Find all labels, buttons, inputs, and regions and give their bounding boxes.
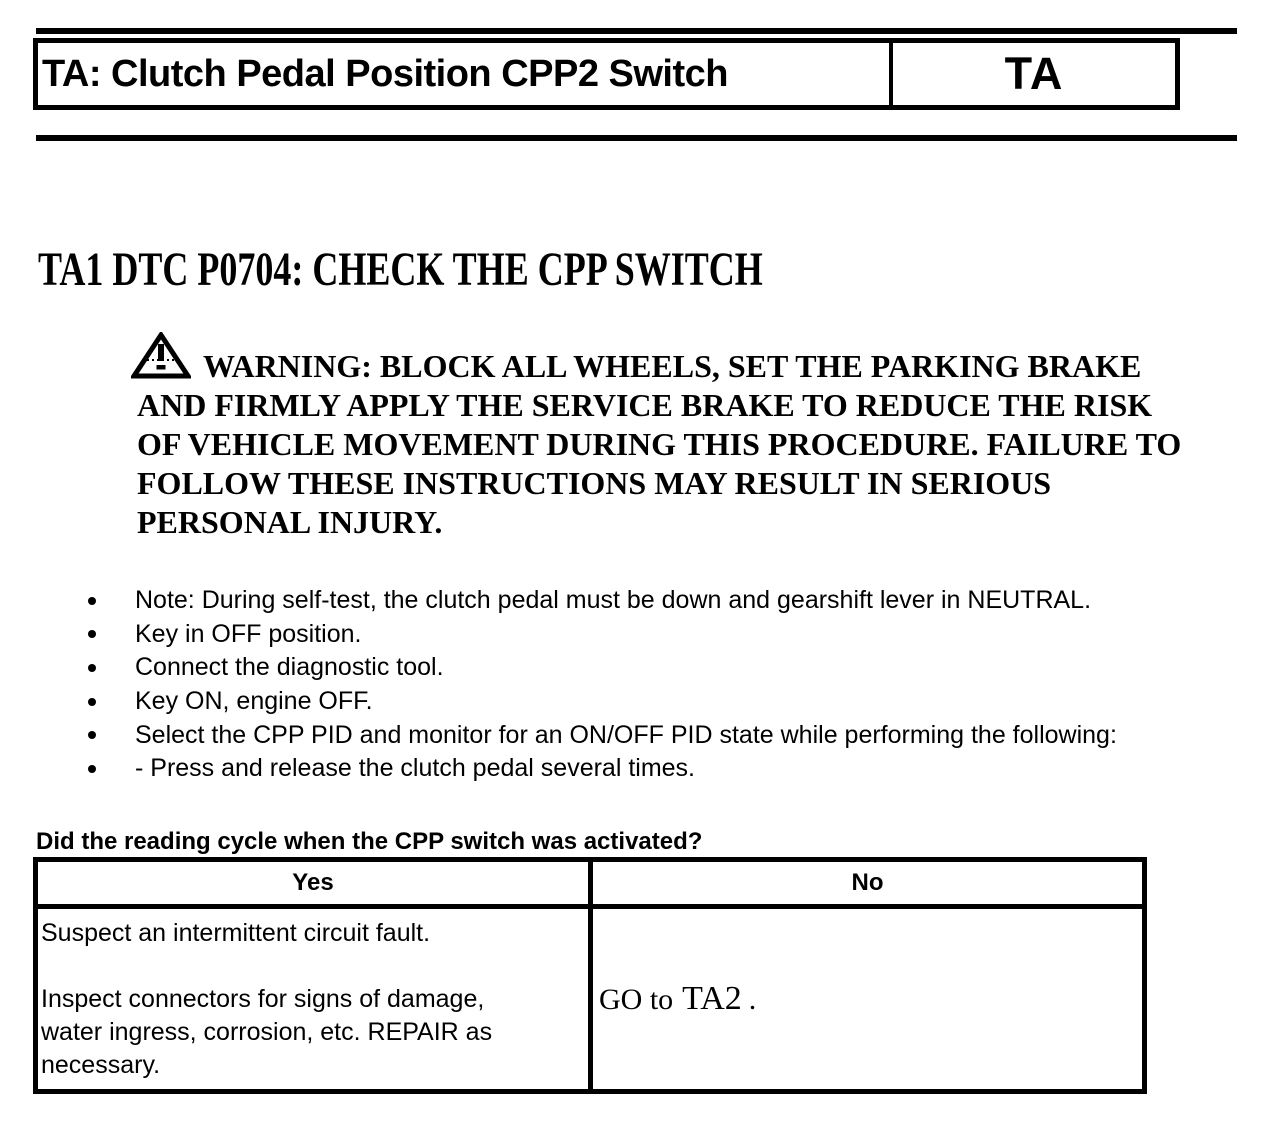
step-text: Select the CPP PID and monitor for an ON… (135, 720, 1117, 749)
list-item: Key in OFF position. (88, 618, 1117, 652)
header-box: TA: Clutch Pedal Position CPP2 Switch TA (33, 38, 1180, 110)
procedure-heading: TA1 DTC P0704: CHECK THE CPP SWITCH (38, 243, 763, 296)
page-title: TA: Clutch Pedal Position CPP2 Switch (42, 52, 728, 95)
decision-question: Did the reading cycle when the CPP switc… (36, 828, 703, 855)
step-text: Key ON, engine OFF. (135, 687, 373, 716)
results-header-row: Yes No (33, 857, 1147, 909)
warning-line: FOLLOW THESE INSTRUCTIONS MAY RESULT IN … (137, 465, 1052, 501)
list-item: Key ON, engine OFF. (88, 685, 1117, 719)
yes-result-paragraph: Suspect an intermittent circuit fault. (41, 919, 431, 947)
warning-line: WARNING: BLOCK ALL WHEELS, SET THE PARKI… (203, 348, 1142, 384)
ta2-reference-link[interactable]: TA2 (682, 980, 742, 1017)
list-item: Select the CPP PID and monitor for an ON… (88, 718, 1117, 752)
top-rule (36, 28, 1237, 34)
step-text: Key in OFF position. (135, 619, 362, 648)
go-to-suffix: . (748, 983, 757, 1016)
bullet-icon (88, 630, 96, 639)
bullet-icon (88, 596, 96, 605)
procedure-steps: Note: During self-test, the clutch pedal… (88, 584, 1117, 786)
step-text: Note: During self-test, the clutch pedal… (135, 586, 1092, 615)
results-table: Yes No Suspect an intermittent circuit f… (33, 857, 1147, 1094)
go-to-text: GO to (599, 983, 674, 1016)
list-item: Note: During self-test, the clutch pedal… (88, 584, 1117, 618)
yes-result-cell: Suspect an intermittent circuit fault. I… (33, 904, 593, 1094)
list-item: - Press and release the clutch pedal sev… (88, 752, 1117, 786)
results-body-row: Suspect an intermittent circuit fault. I… (33, 904, 1147, 1094)
warning-line: PERSONAL INJURY. (137, 504, 443, 540)
step-text: Connect the diagnostic tool. (135, 653, 444, 682)
bullet-icon (88, 697, 96, 706)
warning-triangle-icon (131, 332, 191, 379)
bullet-icon (88, 663, 96, 672)
column-header-no: No (588, 857, 1147, 909)
bullet-icon (88, 764, 96, 773)
header-rule (36, 135, 1237, 141)
warning-line: OF VEHICLE MOVEMENT DURING THIS PROCEDUR… (137, 426, 1182, 462)
warning-text: WARNING: BLOCK ALL WHEELS, SET THE PARKI… (137, 347, 1267, 542)
column-header-yes: Yes (33, 857, 593, 909)
bullet-icon (88, 731, 96, 740)
warning-line: AND FIRMLY APPLY THE SERVICE BRAKE TO RE… (137, 387, 1153, 423)
yes-result-paragraph: Inspect connectors for signs of damage, … (41, 985, 493, 1079)
section-code: TA (889, 43, 1175, 105)
list-item: Connect the diagnostic tool. (88, 651, 1117, 685)
step-text: - Press and release the clutch pedal sev… (135, 754, 695, 783)
